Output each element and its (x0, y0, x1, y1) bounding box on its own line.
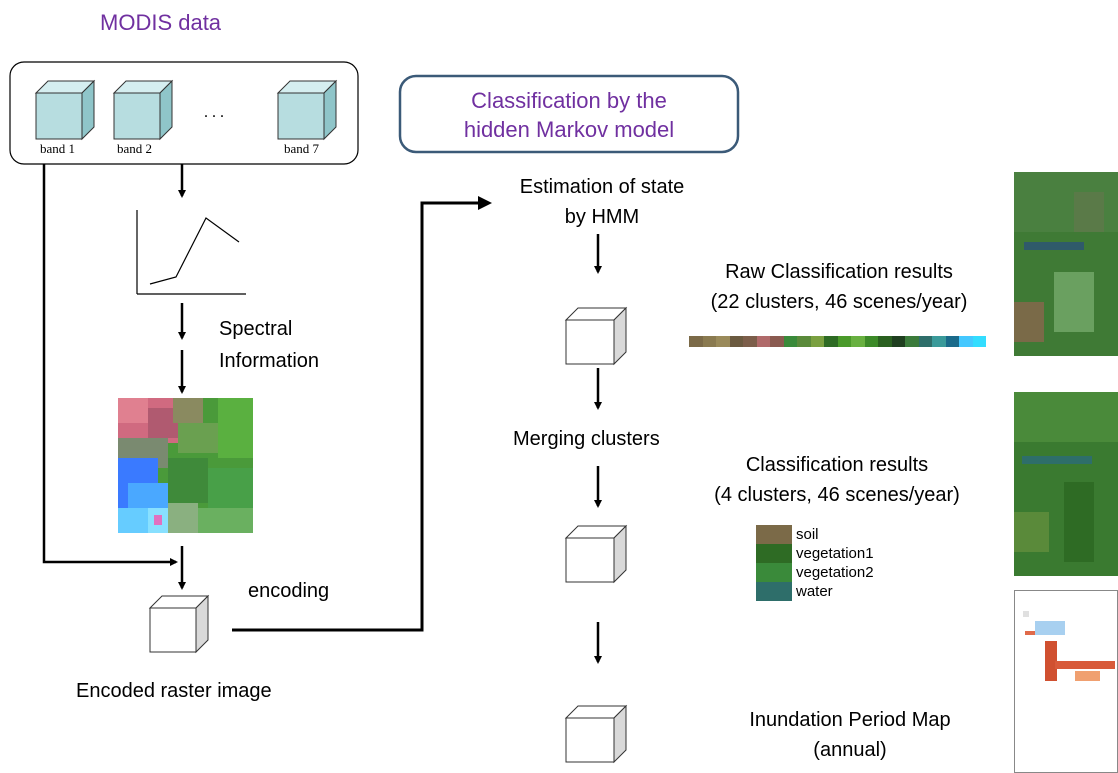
spectral-line1: Spectral (219, 318, 293, 340)
band2-label: band 2 (117, 141, 153, 156)
modis-title: MODIS data (100, 10, 222, 35)
raw-cluster-swatch (851, 336, 865, 347)
legend-swatch (756, 582, 792, 601)
legend-label: water (796, 583, 833, 600)
legend-item: vegetation1 (756, 544, 874, 563)
raw-cluster-swatch (783, 336, 797, 347)
class-cube (564, 524, 628, 584)
raw-cluster-swatch (972, 336, 986, 347)
encoding-arrow (232, 196, 492, 632)
raw-cluster-swatch (918, 336, 932, 347)
band1-label: band 1 (40, 141, 76, 156)
estimation-label: Estimation of state by HMM (480, 172, 724, 232)
band-ellipsis: . . . (204, 104, 224, 121)
cluster-legend: soil vegetation1 vegetation2 water (756, 525, 874, 601)
raw-cluster-swatch (837, 336, 851, 347)
raw-cluster-swatch (756, 336, 770, 347)
raw-cluster-swatch (689, 336, 703, 347)
raw-cluster-swatch (743, 336, 757, 347)
raw-cluster-swatch (905, 336, 919, 347)
merging-label: Merging clusters (513, 428, 660, 450)
legend-item: soil (756, 525, 874, 544)
raw-cluster-swatch (797, 336, 811, 347)
merged-classification-map-image (1014, 392, 1118, 576)
raw-cluster-swatch (716, 336, 730, 347)
legend-swatch (756, 544, 792, 563)
raw-cube (564, 306, 628, 366)
legend-swatch (756, 563, 792, 582)
class-results-line2: (4 clusters, 46 scenes/year) (714, 484, 960, 506)
inundation-label: Inundation Period Map (annual) (700, 705, 1000, 765)
inundation-cube (564, 704, 628, 764)
class-results-label: Classification results (4 clusters, 46 s… (666, 450, 1008, 510)
band1-cube (34, 79, 96, 141)
class-results-line1: Classification results (745, 454, 929, 476)
hmm-label-line2: hidden Markov model (463, 117, 675, 142)
bypass-arrow (42, 164, 178, 566)
hmm-box (398, 74, 740, 154)
raw-results-label: Raw Classification results (22 clusters,… (676, 257, 1002, 317)
hmm-label: Classification by the hidden Markov mode… (400, 86, 738, 144)
encoded-cube (148, 594, 210, 654)
raw-cluster-swatch (945, 336, 959, 347)
raw-cluster-color-strip (689, 336, 986, 347)
inundation-line1: Inundation Period Map (749, 709, 951, 731)
estimation-line1: Estimation of state (519, 176, 685, 198)
raw-cluster-swatch (770, 336, 784, 347)
modis-bands-box (9, 61, 359, 165)
legend-item: water (756, 582, 874, 601)
legend-item: vegetation2 (756, 563, 874, 582)
legend-swatch (756, 525, 792, 544)
band2-cube (112, 79, 174, 141)
raw-cluster-swatch (702, 336, 716, 347)
raw-cluster-swatch (864, 336, 878, 347)
raw-cluster-swatch (810, 336, 824, 347)
spectral-image (118, 398, 253, 533)
spectral-graph (136, 210, 246, 295)
inundation-line2: (annual) (813, 739, 887, 761)
spectral-line2: Information (219, 350, 320, 372)
raw-cluster-swatch (932, 336, 946, 347)
raw-cluster-swatch (878, 336, 892, 347)
legend-label: soil (796, 526, 819, 543)
band7-label: band 7 (284, 141, 320, 156)
raw-classification-map-image (1014, 172, 1118, 356)
inundation-period-map-image (1014, 590, 1118, 773)
hmm-label-line1: Classification by the (471, 88, 667, 113)
raw-results-line1: Raw Classification results (725, 261, 953, 283)
estimation-line2: by HMM (564, 206, 640, 228)
raw-cluster-swatch (729, 336, 743, 347)
encoding-label: encoding (248, 580, 330, 602)
raw-cluster-swatch (959, 336, 973, 347)
legend-label: vegetation1 (796, 545, 874, 562)
raw-results-line2: (22 clusters, 46 scenes/year) (710, 291, 968, 313)
encoded-label: Encoded raster image (76, 680, 272, 702)
band7-cube (276, 79, 338, 141)
raw-cluster-swatch (824, 336, 838, 347)
raw-cluster-swatch (891, 336, 905, 347)
legend-label: vegetation2 (796, 564, 874, 581)
